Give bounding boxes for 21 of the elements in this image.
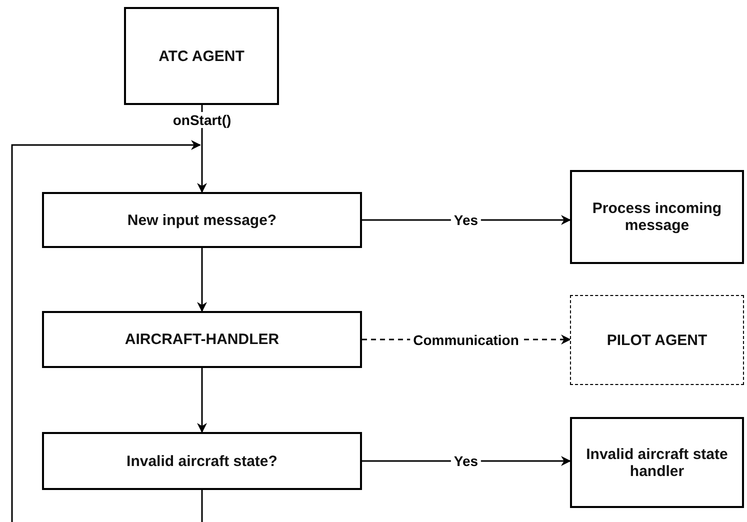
loop-line: [11, 140, 201, 522]
process-box: [570, 170, 744, 264]
arrow: [197, 248, 207, 312]
agent-box: [124, 7, 279, 105]
edge-label: Yes: [450, 212, 482, 228]
node-text: New input message?: [127, 212, 277, 228]
node-text: ATC AGENT: [158, 48, 244, 64]
process-box: [42, 432, 362, 490]
node-text: Invalid aircraft state handler: [585, 446, 729, 480]
edge-label: Yes: [450, 453, 482, 469]
agent-box: [570, 295, 744, 385]
arrow: [197, 368, 207, 433]
node-text: PILOT AGENT: [606, 332, 708, 348]
process-box: [42, 192, 362, 248]
node-text: AIRCRAFT-HANDLER: [124, 331, 280, 348]
process-box: [570, 417, 744, 508]
node-text: Invalid aircraft state?: [126, 452, 278, 470]
edge-label: Communication: [410, 332, 522, 348]
process-box: [42, 311, 362, 368]
node-text: Process incoming message: [591, 200, 723, 234]
loop-line: [201, 490, 203, 522]
